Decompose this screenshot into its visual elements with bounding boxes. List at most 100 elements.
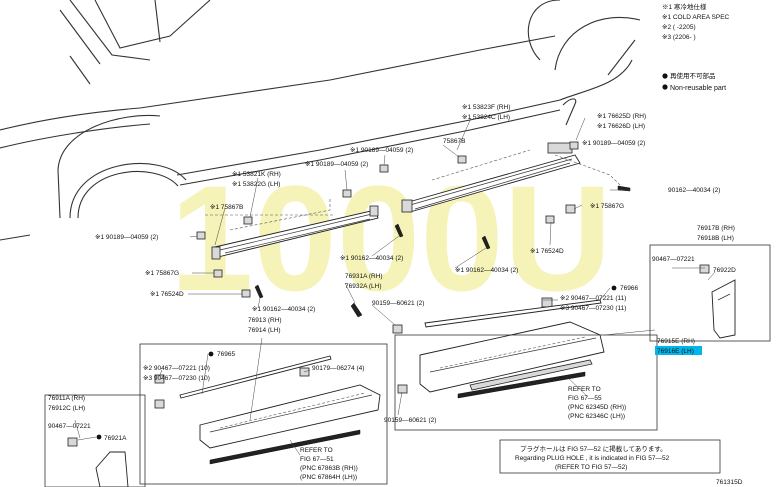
- label-refer-a-3: (PNC 62345D (RH)): [568, 404, 626, 411]
- label-refer-a-2: FIG 67—55: [568, 395, 602, 402]
- label-90162-a: 90162—40034 (2): [668, 187, 720, 194]
- plug-hole-note: プラグホールは FIG 57—52 に掲載してあります。 Regarding P…: [515, 444, 670, 471]
- label-76626D: ※1 76626D (LH): [597, 123, 645, 130]
- highlight-box-76916E: [655, 346, 702, 355]
- wire-hook-part: [562, 98, 577, 126]
- label-90467-10-a: ※2 90467—07221 (10): [143, 365, 210, 372]
- label-76931A: 76931A (RH): [345, 273, 383, 280]
- clip-icon: [67, 437, 78, 447]
- legend-cold-area-en: ※1 COLD AREA SPEC: [662, 14, 730, 21]
- label-75867B-left: ※1 75867B: [210, 204, 243, 211]
- non-reusable-icon: [611, 285, 617, 291]
- label-90159-a: 90159—60621 (2): [372, 300, 424, 307]
- label-76911A: 76911A (RH): [48, 395, 85, 402]
- plug-note-jp: プラグホールは FIG 57—52 に掲載してあります。: [520, 444, 667, 453]
- clip-icon: [392, 324, 403, 334]
- label-90162-c: ※1 90162—40034 (2): [455, 267, 518, 274]
- detail-box-front-mudguard: [44, 394, 146, 487]
- detail-box-front-rocker: [139, 343, 388, 485]
- label-76914: 76914 (LH): [248, 327, 281, 334]
- label-76932A: 76932A (LH): [345, 283, 382, 290]
- clip-icon: [541, 297, 553, 308]
- non-reusable-icon: [208, 351, 214, 357]
- legend-non-reusable-jp: 再使用不可部品: [670, 71, 716, 80]
- rocker-panel-reinforcement-rear: [401, 142, 621, 213]
- label-90467-10-b: ※3 90467—07230 (10): [143, 375, 210, 382]
- label-refer-b-3: (PNC 67863B (RH)): [300, 465, 358, 472]
- label-90162-b: ※1 90162—40034 (2): [340, 255, 403, 262]
- non-reusable-icon: [662, 84, 668, 90]
- rocker-panel-moulding-front: [179, 355, 381, 465]
- label-76915E: 76915E (RH): [657, 338, 695, 345]
- label-90189-a: ※1 90189—04059 (2): [582, 140, 645, 147]
- rocker-panel-reinforcement-front: [205, 198, 379, 260]
- non-reusable-icon: [662, 73, 668, 79]
- watermark-text: 1000U: [170, 154, 612, 322]
- legend-cold-area-jp: ※1 寒冷地仕様: [662, 2, 707, 11]
- plug-note-en: Regarding PLUG HOLE , it is indicated in…: [515, 455, 670, 462]
- plug-hole-note-box: [499, 439, 721, 474]
- label-75867G-left: ※1 75867G: [145, 270, 179, 277]
- label-refer-b-2: FIG 67—51: [300, 456, 334, 463]
- label-90189-d: ※1 90189—04059 (2): [95, 234, 158, 241]
- clip-icon: [379, 164, 389, 173]
- detail-box-rear-mudguard: [649, 244, 771, 342]
- clip-icon: [397, 384, 408, 394]
- label-90179: 90179—06274 (4): [312, 365, 364, 372]
- screw-icon: [481, 235, 491, 250]
- label-90189-b: ※1 90189—04059 (2): [350, 147, 413, 154]
- label-75867B-top: 75867B: [443, 138, 465, 145]
- clip-icon: [241, 289, 251, 298]
- clip-icon: [342, 189, 352, 198]
- label-76912C: 76912C (LH): [48, 405, 85, 412]
- legend-non-reusable-en: Non-reusable part: [670, 85, 726, 92]
- clip-icon: [196, 231, 206, 240]
- label-90467-11-a: ※2 90467—07221 (11): [560, 295, 626, 302]
- label-76921A: 76921A: [104, 435, 127, 442]
- label-75867G-right: ※1 75867G: [590, 203, 624, 210]
- label-76965: 76965: [217, 351, 235, 358]
- legend: ※1 寒冷地仕様 ※1 COLD AREA SPEC ※2 ( -2205) ※…: [662, 2, 730, 92]
- label-refer-b-1: REFER TO: [300, 447, 333, 454]
- label-refer-a-1: REFER TO: [568, 386, 601, 393]
- label-53822G: ※1 53822G (LH): [232, 181, 280, 188]
- label-76917B: 76917B (RH): [697, 225, 735, 232]
- label-refer-a-4: (PNC 62346C (LH)): [568, 413, 625, 420]
- clip-icon: [243, 216, 253, 225]
- moulding-strip-upper: [424, 287, 611, 328]
- label-90467-l: 90467—07221: [48, 423, 91, 430]
- leader-lines: [74, 117, 716, 456]
- mud-guard-rear: [711, 279, 736, 339]
- label-90162-d: ※1 90162—40034 (2): [252, 306, 315, 313]
- vehicle-body-outline: [0, 0, 641, 241]
- rocker-panel-moulding-rear: [419, 321, 605, 399]
- label-76922D: 76922D: [713, 267, 736, 274]
- label-refer-b-4: (PNC 67864H (LH)): [300, 474, 357, 481]
- screw-icon: [394, 223, 404, 238]
- clip-icon: [154, 399, 165, 409]
- clip-icon: [213, 269, 223, 278]
- clip-icon: [545, 215, 555, 224]
- clip-icon: [154, 374, 165, 384]
- label-90159-b: 90159—60621 (2): [384, 417, 436, 424]
- legend-note-3: ※3 (2206- ): [662, 34, 696, 41]
- legend-note-2: ※2 ( -2205): [662, 24, 696, 31]
- label-76625D: ※1 76625D (RH): [597, 113, 646, 120]
- label-90189-c: ※1 90189—04059 (2): [305, 161, 368, 168]
- label-76916E: 76916E (LH): [657, 348, 694, 355]
- plug-note-ref: (REFER TO FIG 57—52): [555, 464, 627, 471]
- label-76524D-left: ※1 76524D: [150, 291, 184, 298]
- figure-id: 761315D: [716, 479, 743, 486]
- mud-guard-front: [95, 451, 129, 487]
- label-53823F: ※1 53823F (RH): [462, 104, 510, 111]
- clip-icon: [565, 204, 576, 214]
- label-76966: 76966: [620, 285, 638, 292]
- label-90467-11-b: ※3 90467—07230 (11): [560, 305, 626, 312]
- screw-icon: [350, 302, 363, 318]
- detail-box-rear-rocker: [394, 334, 658, 431]
- part-labels: ※1 53823F (RH) ※1 53824C (LH) ※1 76625D …: [48, 104, 736, 481]
- label-76524D-top: ※1 76524D: [530, 248, 564, 255]
- clip-icon: [569, 141, 579, 150]
- label-90467-r: 90467—07221: [652, 256, 695, 263]
